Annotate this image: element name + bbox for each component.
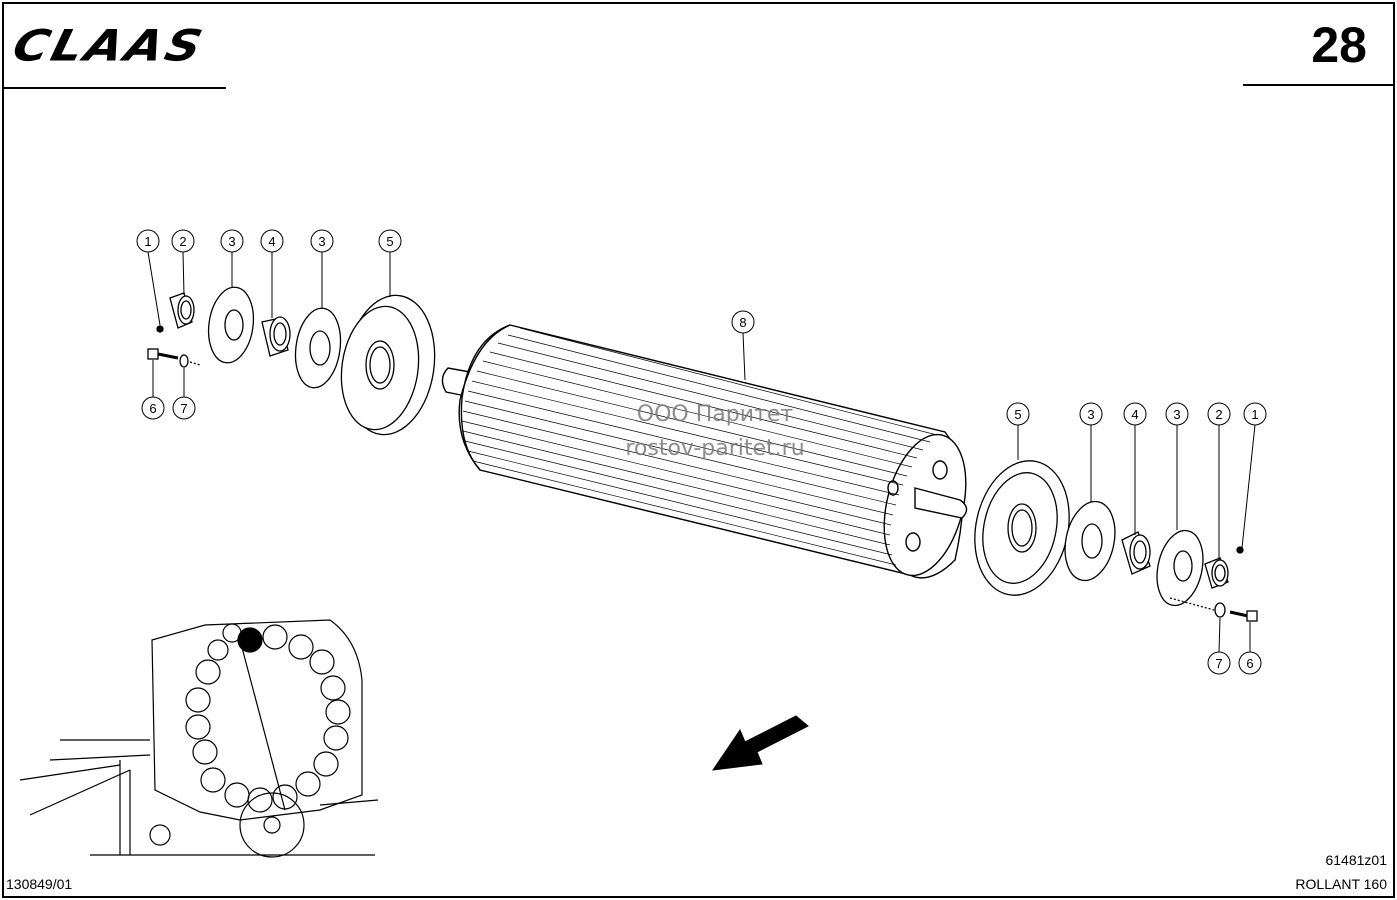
figure-code: 61481z01	[1325, 852, 1387, 868]
drawing-number: 130849/01	[6, 876, 73, 892]
roller-assembly	[441, 324, 968, 579]
callout-label-r3b: 3	[1173, 407, 1180, 422]
callout-center	[731, 310, 755, 381]
figure-info: 61481z01 ROLLANT 160	[1295, 848, 1387, 896]
watermark: ООО Паритет rostov-paritet.ru	[600, 398, 830, 466]
right-parts	[974, 460, 1258, 622]
callouts-left-top	[136, 229, 402, 326]
callout-label-7: 7	[180, 401, 187, 416]
brand-logo: CLAAS	[7, 20, 210, 72]
callout-label-4: 4	[268, 234, 275, 249]
callout-label-8: 8	[739, 315, 746, 330]
callout-label-5: 5	[386, 234, 393, 249]
watermark-line1: ООО Паритет	[636, 402, 794, 427]
callout-label-3b: 3	[318, 234, 325, 249]
direction-arrow-icon	[711, 715, 809, 771]
callout-label-r3: 3	[1087, 407, 1094, 422]
callout-label-r5: 5	[1014, 407, 1021, 422]
callout-label-r1: 1	[1251, 407, 1258, 422]
callout-label-r6: 6	[1246, 656, 1253, 671]
baler-overview-sketch	[19, 619, 379, 858]
callout-labels: 1 2 3 4 3 5 6 7 8 5 3 4 3 2 1 7 6	[144, 234, 1258, 671]
watermark-line2: rostov-paritet.ru	[625, 436, 805, 461]
page-number: 28	[1311, 17, 1367, 73]
callout-label-r7: 7	[1215, 656, 1222, 671]
callout-label-1: 1	[144, 234, 151, 249]
left-parts	[147, 286, 436, 436]
callouts-right-top	[1006, 402, 1267, 560]
callout-label-r4: 4	[1131, 407, 1138, 422]
callout-label-2: 2	[179, 234, 186, 249]
callout-label-3: 3	[228, 234, 235, 249]
callouts-right-bottom	[1207, 617, 1262, 675]
model-name: ROLLANT 160	[1295, 876, 1387, 892]
roller-flutes	[461, 327, 938, 566]
callouts-left-bottom	[141, 360, 196, 420]
callout-label-6: 6	[149, 401, 156, 416]
callout-label-r2: 2	[1215, 407, 1222, 422]
